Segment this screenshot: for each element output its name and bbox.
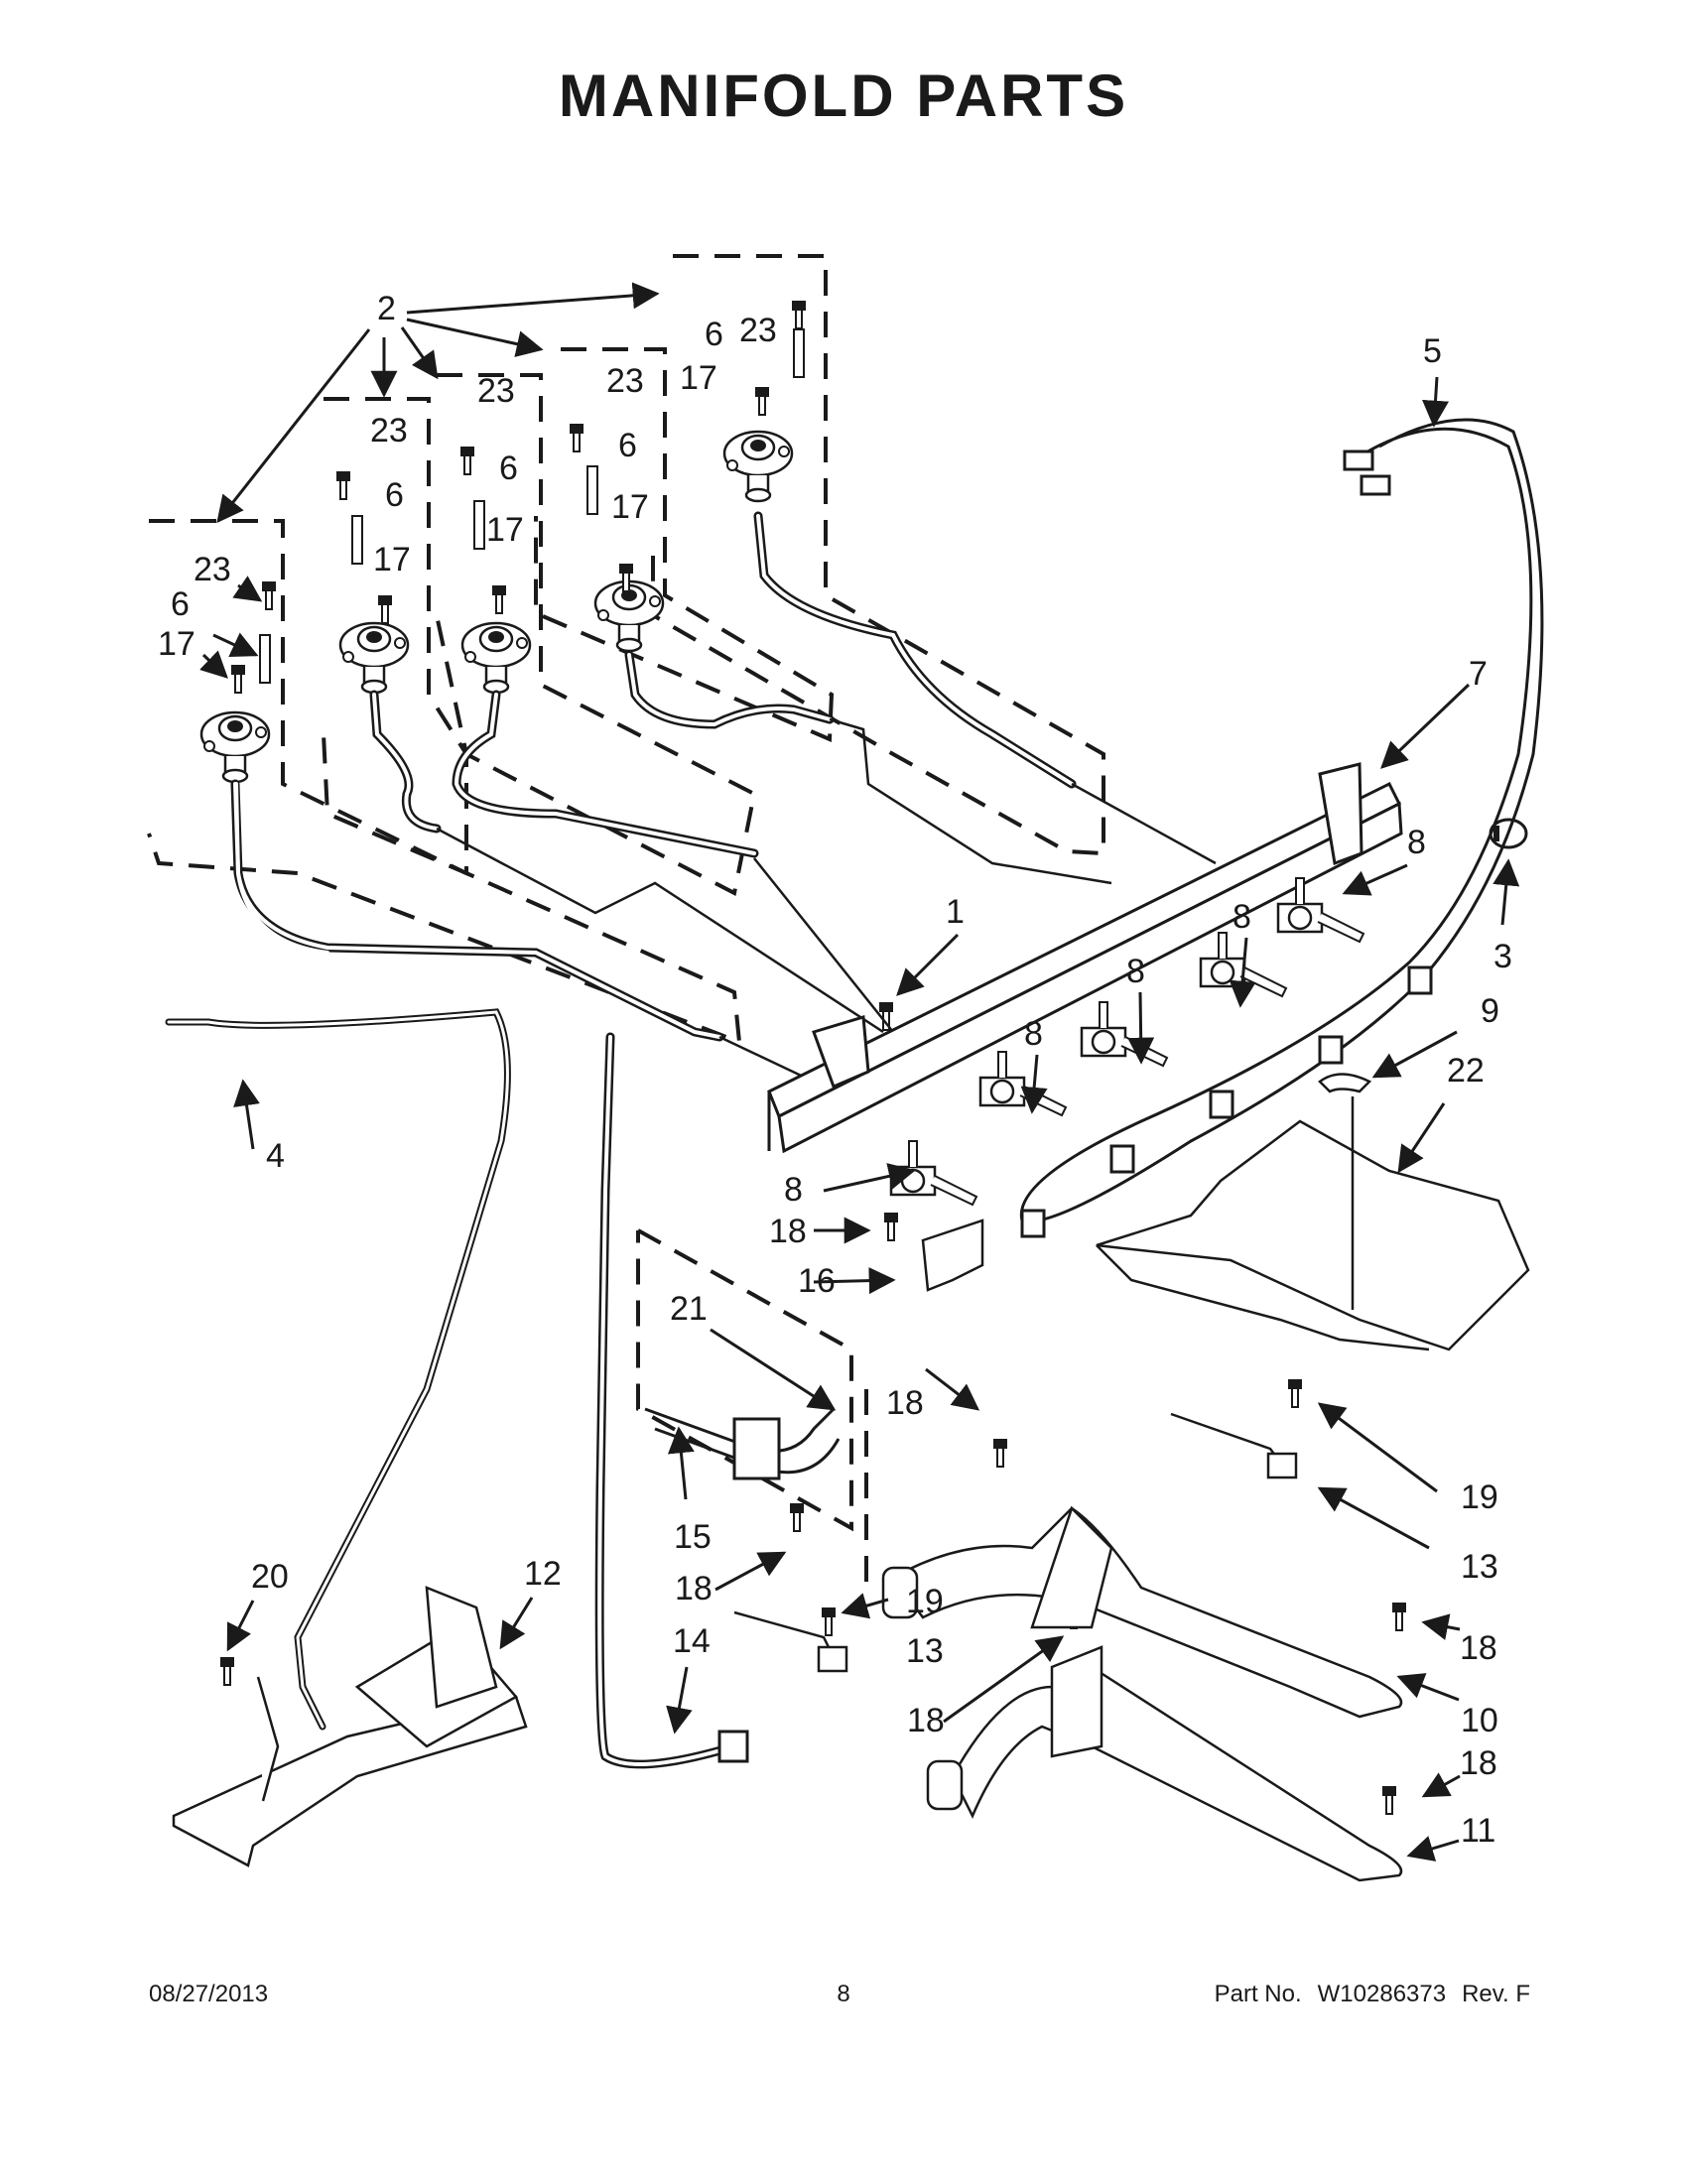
callout-19-b: 19 bbox=[906, 1583, 944, 1620]
part-no-label: Part No. bbox=[1214, 1981, 1302, 2007]
callout-8-b: 8 bbox=[1233, 898, 1251, 936]
guide-lines bbox=[436, 717, 1217, 1084]
callout-14: 14 bbox=[673, 1622, 711, 1660]
pressure-regulator-part bbox=[172, 1586, 528, 1867]
bracket-part bbox=[921, 1219, 984, 1292]
callout-13-a: 13 bbox=[1461, 1548, 1498, 1586]
callout-8-c: 8 bbox=[1126, 953, 1145, 990]
callout-6-a: 6 bbox=[705, 316, 723, 353]
supply-tube-part bbox=[594, 1032, 739, 1769]
callout-23-d: 23 bbox=[370, 412, 408, 450]
callout-17-d: 17 bbox=[373, 541, 411, 578]
callout-10: 10 bbox=[1461, 1702, 1498, 1739]
callout-4: 4 bbox=[266, 1137, 285, 1175]
callout-16: 16 bbox=[798, 1262, 836, 1300]
callout-18-b: 18 bbox=[886, 1384, 924, 1422]
callout-8-d: 8 bbox=[1024, 1015, 1043, 1053]
part-no-value: W10286373 bbox=[1317, 1981, 1447, 2007]
callout-12: 12 bbox=[524, 1555, 562, 1593]
callout-23-a: 23 bbox=[739, 312, 777, 349]
callout-18-e: 18 bbox=[1460, 1629, 1497, 1667]
callout-19-a: 19 bbox=[1461, 1478, 1498, 1516]
callout-13-b: 13 bbox=[906, 1632, 944, 1670]
callout-6-b: 6 bbox=[618, 427, 637, 464]
callout-7: 7 bbox=[1469, 655, 1488, 693]
broil-burner-part bbox=[926, 1645, 1403, 1882]
callout-5: 5 bbox=[1423, 332, 1442, 370]
electrode-group bbox=[259, 328, 805, 684]
callout-labels: 2 5 7 1 3 9 22 8 8 8 8 8 23 23 23 23 23 … bbox=[158, 290, 1512, 1850]
callout-18-c: 18 bbox=[675, 1570, 713, 1607]
orifice-elbow-part bbox=[644, 1407, 841, 1480]
callout-23-e: 23 bbox=[194, 551, 231, 588]
callout-9: 9 bbox=[1481, 992, 1499, 1030]
callout-18-d: 18 bbox=[907, 1702, 945, 1739]
callout-1: 1 bbox=[946, 893, 965, 931]
callout-6-e: 6 bbox=[171, 585, 190, 623]
callout-23-c: 23 bbox=[477, 372, 515, 410]
callout-17-a: 17 bbox=[680, 359, 717, 397]
callout-17-e: 17 bbox=[158, 625, 195, 663]
revision: Rev. F bbox=[1462, 1981, 1530, 2007]
callout-15: 15 bbox=[674, 1518, 712, 1556]
oven-burner-part bbox=[881, 1505, 1403, 1719]
callout-20: 20 bbox=[251, 1558, 289, 1596]
callout-23-b: 23 bbox=[606, 362, 644, 400]
igniter-part bbox=[733, 1412, 1298, 1673]
callout-8-a: 8 bbox=[1407, 824, 1426, 861]
callout-6-c: 6 bbox=[499, 450, 518, 487]
heat-shield-part bbox=[1096, 1096, 1530, 1351]
footer-date: 08/27/2013 bbox=[149, 1981, 269, 2007]
callout-18-a: 18 bbox=[769, 1213, 807, 1250]
footer-page-number: 8 bbox=[837, 1981, 850, 2007]
callout-8-e: 8 bbox=[784, 1171, 803, 1209]
wire-harness bbox=[1019, 418, 1544, 1238]
callout-18-f: 18 bbox=[1460, 1744, 1497, 1782]
callout-2: 2 bbox=[377, 290, 396, 327]
callout-17-b: 17 bbox=[611, 488, 649, 526]
callout-22: 22 bbox=[1447, 1052, 1485, 1090]
manifold-rail bbox=[767, 762, 1403, 1154]
callout-17-c: 17 bbox=[486, 511, 524, 549]
callout-6-d: 6 bbox=[385, 476, 404, 514]
callout-3: 3 bbox=[1493, 938, 1512, 975]
page-title: MANIFOLD PARTS bbox=[558, 63, 1129, 129]
callout-11: 11 bbox=[1461, 1812, 1495, 1850]
footer-part-number: Part No. W10286373 Rev. F bbox=[1215, 1981, 1530, 2008]
screw-hardware-group bbox=[219, 300, 1407, 1815]
callout-21: 21 bbox=[670, 1290, 708, 1328]
wing-nut-part bbox=[1318, 1073, 1372, 1093]
callout-arrows bbox=[199, 282, 1520, 1862]
